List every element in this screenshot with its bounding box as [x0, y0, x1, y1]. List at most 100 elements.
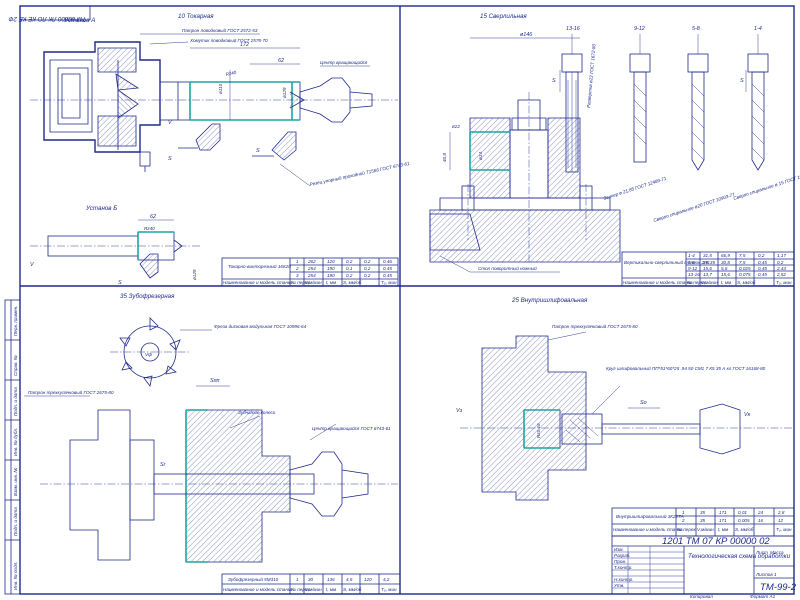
- sheet-code: ТМ-99-2: [760, 582, 797, 593]
- op10-setup-a: Установ А: [63, 17, 95, 24]
- side-label: Перв. примен.: [13, 305, 18, 336]
- op10-hub-label: Хомутик поводковый ГОСТ 2578-70: [189, 37, 268, 43]
- svg-text:31,5: 31,5: [703, 253, 712, 258]
- op15-drilling: 15 Сверлильная: [429, 13, 800, 287]
- svg-text:13,7: 13,7: [703, 272, 712, 277]
- svg-text:2,52: 2,52: [776, 272, 786, 277]
- svg-text:S, мм/об: S, мм/об: [343, 280, 362, 285]
- svg-text:V,м/мин: V,м/мин: [305, 280, 322, 285]
- svg-text:S: S: [552, 78, 556, 84]
- svg-text:Н.контр.: Н.контр.: [614, 577, 633, 582]
- svg-text:t, мм: t, мм: [326, 587, 337, 592]
- svg-text:S: S: [168, 156, 172, 162]
- svg-text:0,025: 0,025: [739, 266, 751, 271]
- side-label: Взам. инв. №: [13, 468, 18, 496]
- op10-table: Токарно-винторезный 16К20 1 262 120 0,2 …: [221, 257, 399, 287]
- svg-text:0,01: 0,01: [738, 510, 747, 515]
- svg-text:66,9: 66,9: [721, 253, 730, 258]
- op15-table: Вертикально-сверлильный станок 2Н135 1-4…: [621, 251, 795, 287]
- svg-text:2,8: 2,8: [777, 510, 785, 515]
- svg-text:40,8: 40,8: [442, 153, 447, 162]
- op35-gear-hobbing: 35 Зубофрезерная Vф Sпп Sr Фреза дискова…: [24, 293, 401, 595]
- svg-text:Формат А1: Формат А1: [750, 594, 776, 599]
- svg-text:262: 262: [307, 259, 316, 264]
- svg-text:ø146: ø146: [520, 32, 532, 38]
- svg-text:0,45: 0,45: [383, 273, 392, 278]
- svg-text:29: 29: [702, 260, 709, 265]
- svg-text:4,2: 4,2: [383, 577, 390, 582]
- op15-drill2-label: Сверло спиральное ø 15 ГОСТ 10903-77: [733, 169, 800, 201]
- svg-text:ø14: ø14: [478, 152, 483, 160]
- op25-wheel-label: Круг шлифовальный ПП*51*60*25 .94 50 СМ1…: [606, 365, 766, 371]
- op10-cutter-b: [271, 131, 297, 161]
- svg-text:5-8: 5-8: [688, 260, 695, 265]
- svg-text:24: 24: [757, 510, 764, 515]
- svg-text:15,6: 15,6: [703, 266, 712, 271]
- side-label: Подп. и дата: [13, 387, 18, 416]
- svg-text:V: V: [30, 262, 35, 268]
- svg-text:Vз: Vз: [456, 408, 463, 414]
- svg-text:35: 35: [700, 518, 706, 523]
- svg-text:Т.контр.: Т.контр.: [614, 565, 633, 570]
- svg-text:7,5: 7,5: [739, 260, 746, 265]
- svg-text:ø129: ø129: [282, 87, 287, 98]
- op15-reamer-label: Развертка ø22 ГОСТ 1672-80: [586, 43, 597, 108]
- op35-gear: [185, 409, 291, 563]
- svg-text:120: 120: [327, 259, 335, 264]
- svg-text:V,м/мин: V,м/мин: [305, 587, 322, 592]
- op15-step: 13-16: [566, 26, 580, 32]
- op10-tail-center: [299, 77, 351, 123]
- svg-text:Лист: Лист: [755, 550, 768, 555]
- svg-text:0,2: 0,2: [364, 273, 371, 278]
- svg-text:0,2: 0,2: [364, 259, 371, 264]
- svg-text:0,2: 0,2: [758, 253, 765, 258]
- op10-cutter-label: Резец упорный проходной Т15К6 ГОСТ 6743-…: [309, 160, 410, 187]
- svg-text:0,2: 0,2: [346, 273, 353, 278]
- svg-text:1: 1: [682, 510, 685, 515]
- svg-text:Утв.: Утв.: [614, 583, 624, 588]
- svg-text:0,45: 0,45: [758, 266, 767, 271]
- op15-machine: Вертикально-сверлильный станок 2Н135: [624, 259, 715, 265]
- svg-text:0,2: 0,2: [777, 260, 784, 265]
- op10-turning: 10 Токарная Установ А S S V: [30, 13, 410, 287]
- svg-text:Пров.: Пров.: [614, 559, 626, 564]
- svg-text:62: 62: [278, 58, 284, 64]
- svg-text:V,м/мин: V,м/мин: [697, 527, 714, 532]
- svg-text:Наименование и модель станка: Наименование и модель станка: [623, 280, 693, 285]
- op15-step: 5-8: [692, 26, 700, 32]
- svg-text:120: 120: [364, 577, 372, 582]
- svg-text:Листов 1: Листов 1: [755, 572, 777, 577]
- side-label: Инв. № подл.: [13, 561, 18, 590]
- op25-title: 25 Внутришлифовальная: [511, 297, 588, 304]
- svg-text:5,6: 5,6: [721, 266, 728, 271]
- svg-text:S: S: [256, 148, 260, 154]
- svg-text:S, мм/об: S, мм/об: [343, 587, 362, 592]
- svg-text:62: 62: [150, 214, 156, 220]
- svg-text:Sпп: Sпп: [210, 378, 220, 384]
- svg-text:Sr: Sr: [160, 462, 166, 468]
- svg-text:1: 1: [296, 259, 299, 264]
- svg-text:V: V: [168, 120, 173, 126]
- op15-title: 15 Сверлильная: [480, 13, 527, 20]
- svg-text:7,5: 7,5: [739, 253, 746, 258]
- svg-text:S: S: [118, 280, 122, 286]
- svg-text:Sо: Sо: [640, 400, 647, 406]
- op15-tool-5-8: [687, 53, 709, 171]
- op15-step: 9-12: [634, 26, 645, 32]
- svg-text:0,45: 0,45: [758, 260, 767, 265]
- op25-internal-grinding: 25 Внутришлифовальная Sо Vк Vз Rz0,16 Па…: [456, 297, 795, 537]
- op10-title: 10 Токарная: [178, 13, 214, 20]
- svg-text:0,1: 0,1: [346, 266, 353, 271]
- svg-text:12: 12: [778, 518, 784, 523]
- svg-text:Копировал: Копировал: [690, 594, 713, 599]
- svg-text:№ перех.: № перех.: [291, 280, 311, 285]
- svg-text:1-4: 1-4: [688, 253, 695, 258]
- svg-text:S, мм/об: S, мм/об: [737, 280, 756, 285]
- svg-text:2,44: 2,44: [776, 266, 786, 271]
- svg-text:1: 1: [296, 577, 299, 582]
- svg-text:171: 171: [719, 510, 727, 515]
- op35-gear-label: Зубчатое колесо: [238, 410, 276, 415]
- svg-text:S, мм/об: S, мм/об: [735, 527, 754, 532]
- svg-text:Rz0,16: Rz0,16: [536, 423, 541, 438]
- svg-text:Vф: Vф: [145, 352, 152, 357]
